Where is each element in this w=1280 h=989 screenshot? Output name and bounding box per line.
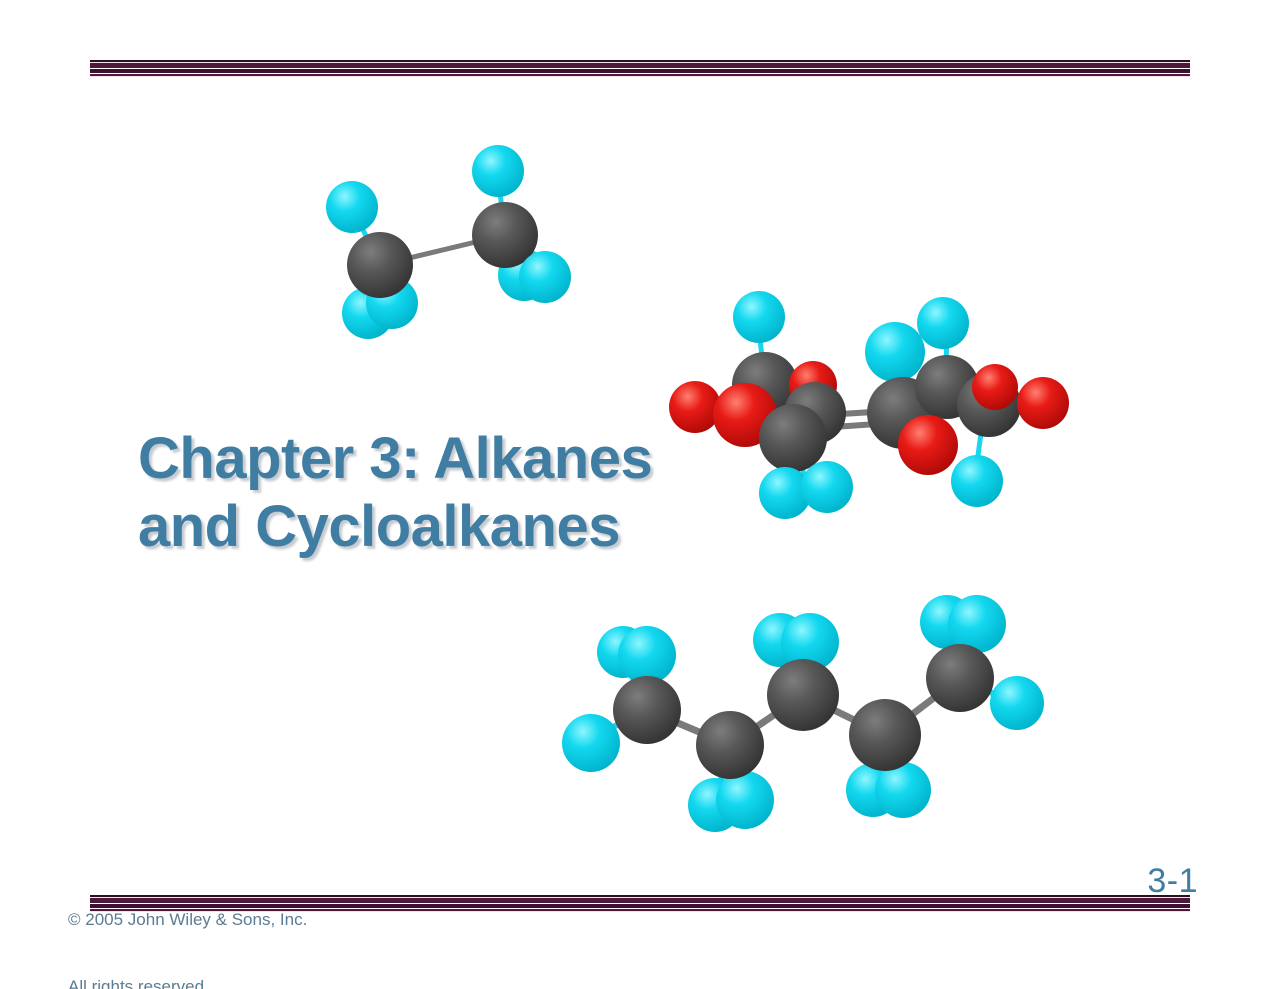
page-title: Chapter 3: Alkanes and Cycloalkanes [138, 425, 758, 561]
rule-line [90, 911, 1190, 912]
hydrogen-atom [990, 676, 1044, 730]
hydrogen-atom [951, 455, 1003, 507]
ethane-molecule-image [300, 135, 580, 350]
hydrogen-atom [865, 322, 925, 382]
rule-line [90, 903, 1190, 904]
rule-line [90, 908, 1190, 909]
carbon-atom [926, 644, 994, 712]
hydrogen-atom [618, 626, 676, 684]
rule-line [90, 898, 1190, 903]
rule-line [90, 74, 1190, 76]
rule-line [90, 62, 1190, 63]
hydrogen-atom [917, 297, 969, 349]
hydrogen-atom [801, 461, 853, 513]
diester-molecule-image [655, 275, 1085, 540]
hydrogen-atom [948, 595, 1006, 653]
hydrogen-atom [326, 181, 378, 233]
hydrogen-atom [781, 613, 839, 671]
slide-number: 3-1 [1147, 862, 1198, 900]
carbon-atom [767, 659, 839, 731]
carbon-atom [472, 202, 538, 268]
rule-line [90, 909, 1190, 911]
title-line-2: and Cycloalkanes [138, 493, 621, 559]
copyright-notice: © 2005 John Wiley & Sons, Inc. All right… [68, 864, 307, 989]
rule-line [90, 895, 1190, 897]
carbon-atom [613, 676, 681, 744]
hydrogen-atom [562, 714, 620, 772]
rule-line [90, 68, 1190, 69]
rule-line [90, 60, 1190, 62]
oxygen-atom [898, 415, 958, 475]
hydrogen-atom [875, 762, 931, 818]
oxygen-atom [669, 381, 721, 433]
rule-line [90, 63, 1190, 68]
oxygen-atom [1017, 377, 1069, 429]
top-decorative-rule [90, 60, 1190, 78]
rule-line [90, 73, 1190, 74]
pentane-molecule-image [555, 595, 1055, 835]
title-line-1: Chapter 3: Alkanes [138, 426, 653, 491]
hydrogen-atom [472, 145, 524, 197]
oxygen-atom [972, 364, 1018, 410]
rule-line [90, 69, 1190, 73]
copyright-line-1: © 2005 John Wiley & Sons, Inc. [68, 909, 308, 929]
bottom-decorative-rule [90, 895, 1190, 913]
carbon-atom [347, 232, 413, 298]
carbon-atom [849, 699, 921, 771]
hydrogen-atom [519, 251, 571, 303]
rule-line [90, 76, 1190, 77]
hydrogen-atom [759, 467, 811, 519]
hydrogen-atom [716, 771, 774, 829]
hydrogen-atom [733, 291, 785, 343]
rule-line [90, 897, 1190, 898]
carbon-atom [759, 404, 827, 472]
carbon-atom [696, 711, 764, 779]
rule-line [90, 904, 1190, 908]
copyright-line-2: All rights reserved [68, 977, 205, 989]
